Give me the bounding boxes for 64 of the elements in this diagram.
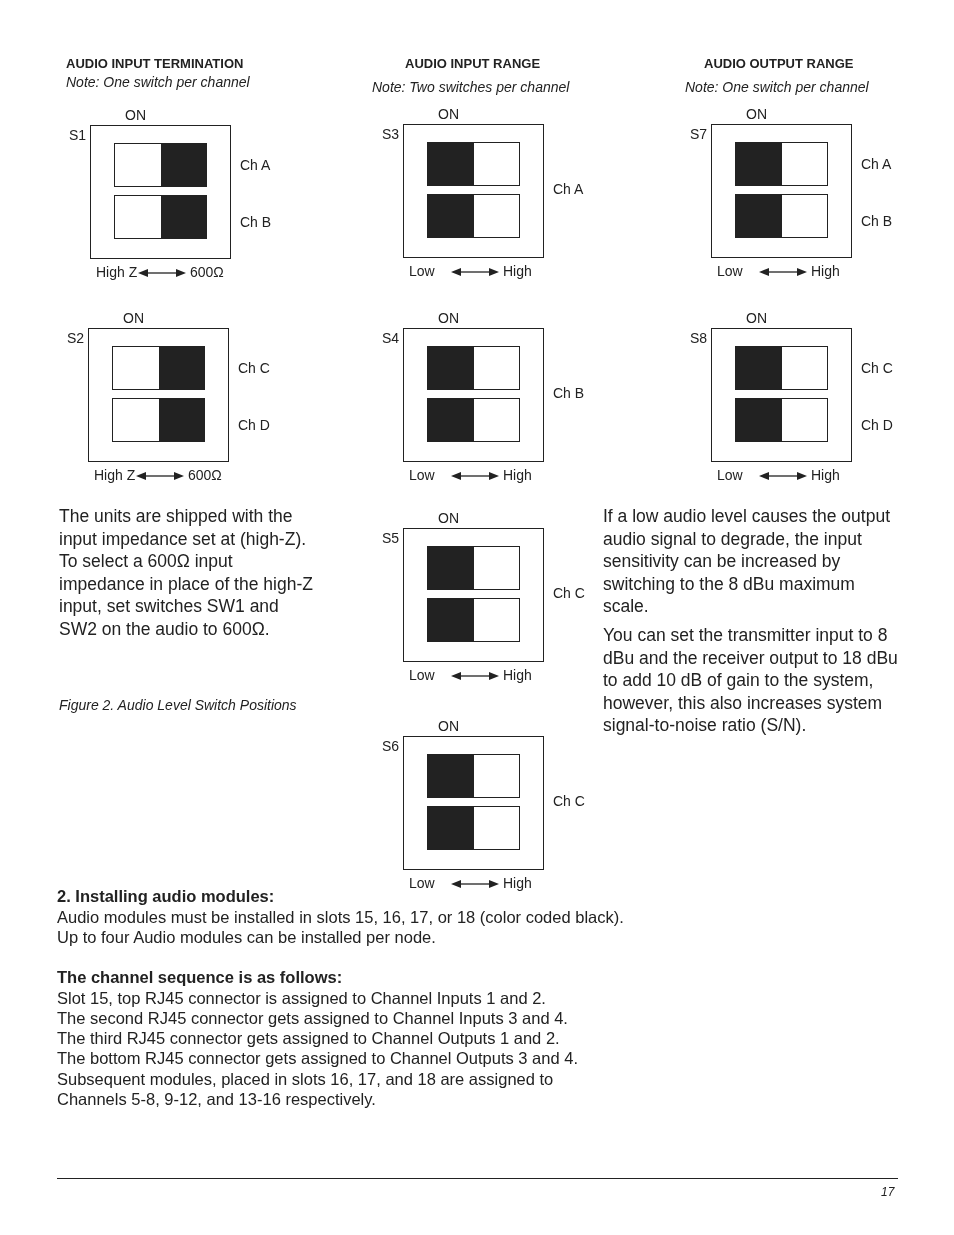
switch-label: S2 [67,330,85,346]
switch-label: S3 [382,126,400,142]
note: Note: One switch per channel [685,79,869,95]
column-heading: AUDIO OUTPUT RANGE [704,56,854,71]
setting-label: High [811,467,840,483]
position-label: ON [123,310,144,326]
channel-label: Ch B [861,213,893,229]
setting-label: High [503,875,532,891]
switch-label: S4 [382,330,400,346]
body-text: The second RJ45 connector gets assigned to Channel Inputs 3 and 4. [57,1008,568,1029]
setting-label: 600Ω [190,264,224,280]
body-text: Subsequent modules, placed in slots 16, 17, and 18 are assigned to Channels 5-8, 9-12, and 13-16 respectively. [57,1069,555,1110]
setting-label: Low [409,875,435,891]
switch-label: S8 [690,330,708,346]
body-text: Slot 15, top RJ45 connector is assigned to Channel Inputs 1 and 2. [57,988,546,1009]
section-heading: 2. Installing audio modules: [57,886,275,907]
page-number: 17 [881,1185,895,1199]
channel-label: Ch D [861,417,893,433]
setting-label: High Z [96,264,138,280]
channel-label: Ch C [553,585,585,601]
column-heading: AUDIO INPUT RANGE [405,56,541,71]
figure-caption: Figure 2. Audio Level Switch Positions [59,697,297,713]
channel-label: Ch C [861,360,893,376]
channel-label: Ch B [553,385,585,401]
body-text: The third RJ45 connector gets assigned to Channel Outputs 1 and 2. [57,1028,560,1049]
paragraph: The units are shipped with the input impedance set at (high-Z). To select a 600Ω input impedance in place of the high-Z input, set switches SW1 and SW2 on the audio to 600Ω. [59,505,314,640]
setting-label: Low [717,467,743,483]
setting-label: High [503,467,532,483]
section-heading: The channel sequence is as follows: [57,967,343,988]
column-heading: AUDIO INPUT TERMINATION [66,56,244,71]
switch-label: S1 [69,127,87,143]
channel-label: Ch C [553,793,585,809]
position-label: ON [746,106,767,122]
setting-label: 600Ω [188,467,222,483]
position-label: ON [438,310,459,326]
paragraph: You can set the transmitter input to 8 dBu and the receiver output to 18 dBu to add 10 dB of gain to the system, however, this also increases system signal-to-noise ratio (S/N). [603,624,899,737]
position-label: ON [438,106,459,122]
setting-label: Low [409,467,435,483]
body-text: The bottom RJ45 connector gets assigned to Channel Outputs 3 and 4. [57,1048,578,1069]
channel-label: Ch A [553,181,584,197]
setting-label: Low [409,667,435,683]
setting-label: High Z [94,467,136,483]
position-label: ON [438,718,459,734]
setting-label: High [811,263,840,279]
setting-label: High [503,263,532,279]
switch-label: S6 [382,738,400,754]
channel-label: Ch B [240,214,272,230]
channel-label: Ch D [238,417,270,433]
channel-label: Ch A [861,156,892,172]
switch-label: S5 [382,530,400,546]
setting-label: Low [409,263,435,279]
body-text: Audio modules must be installed in slots 15, 16, 17, or 18 (color coded black). [57,907,624,928]
paragraph: If a low audio level causes the output audio signal to degrade, the input sensitivity can be increased by switching to the 8 dBu maximum scale. [603,505,891,618]
position-label: ON [746,310,767,326]
body-text: Up to four Audio modules can be installed per node. [57,927,436,948]
setting-label: High [503,667,532,683]
note: Note: One switch per channel [66,74,250,90]
channel-label: Ch A [240,157,271,173]
position-label: ON [438,510,459,526]
position-label: ON [125,107,146,123]
switch-label: S7 [690,126,708,142]
setting-label: Low [717,263,743,279]
channel-label: Ch C [238,360,270,376]
note: Note: Two switches per channel [372,79,570,95]
